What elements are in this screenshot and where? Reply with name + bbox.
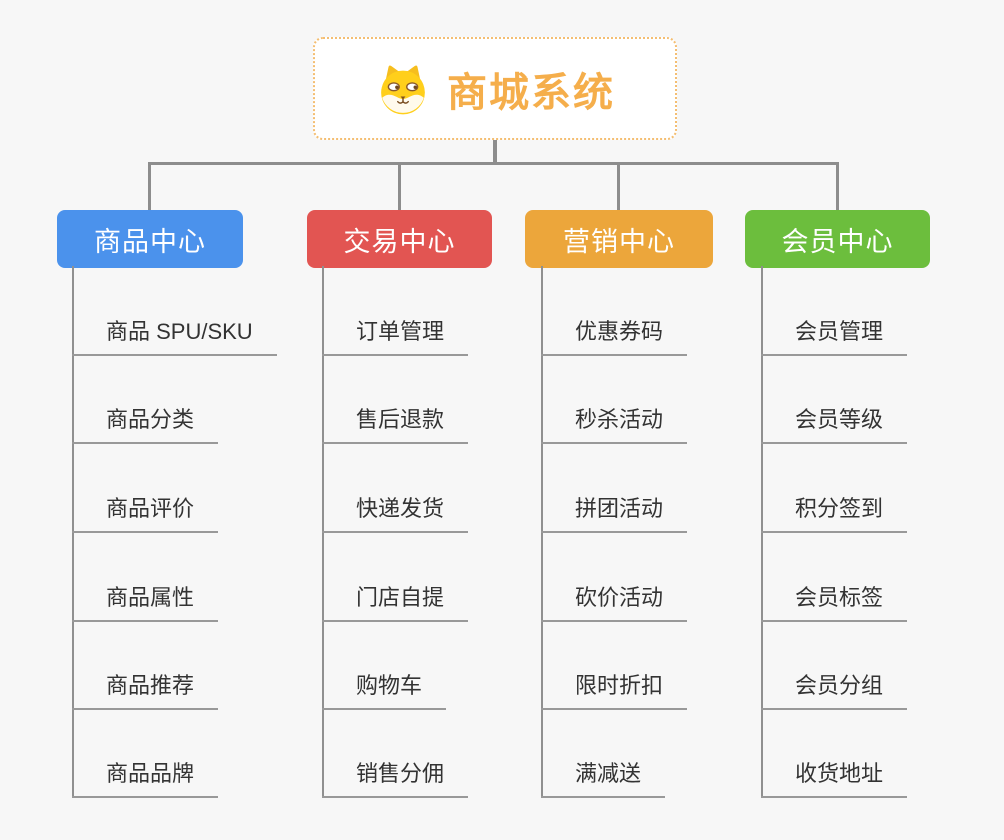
root-node[interactable]: 商城系统 bbox=[313, 37, 677, 140]
leaf-node[interactable]: 订单管理 bbox=[322, 312, 469, 356]
connector-horizontal-bar bbox=[149, 162, 839, 165]
leaf-node[interactable]: 收货地址 bbox=[761, 754, 908, 798]
connector-root-vertical bbox=[493, 137, 497, 165]
connector-drop-product bbox=[148, 162, 151, 211]
dog-face-icon bbox=[375, 61, 431, 117]
connector-drop-member bbox=[836, 162, 839, 211]
leaf-node[interactable]: 会员等级 bbox=[761, 400, 908, 444]
leaf-node[interactable]: 商品 SPU/SKU bbox=[72, 312, 277, 356]
leaf-node[interactable]: 商品属性 bbox=[72, 578, 219, 622]
branch-header-trade-center[interactable]: 交易中心 bbox=[307, 210, 492, 268]
leaf-node[interactable]: 快递发货 bbox=[322, 489, 469, 533]
leaf-node[interactable]: 销售分佣 bbox=[322, 754, 469, 798]
leaf-node[interactable]: 秒杀活动 bbox=[541, 400, 688, 444]
leaf-node[interactable]: 商品分类 bbox=[72, 400, 219, 444]
connector-drop-marketing bbox=[617, 162, 620, 211]
leaf-node[interactable]: 售后退款 bbox=[322, 400, 469, 444]
leaf-node[interactable]: 拼团活动 bbox=[541, 489, 688, 533]
leaf-node[interactable]: 会员分组 bbox=[761, 666, 908, 710]
leaf-node[interactable]: 购物车 bbox=[322, 666, 447, 710]
leaf-node[interactable]: 会员标签 bbox=[761, 578, 908, 622]
leaf-node[interactable]: 商品品牌 bbox=[72, 754, 219, 798]
leaf-node[interactable]: 优惠券码 bbox=[541, 312, 688, 356]
branch-header-product-center[interactable]: 商品中心 bbox=[57, 210, 243, 268]
leaf-node[interactable]: 满减送 bbox=[541, 754, 666, 798]
branch-header-member-center[interactable]: 会员中心 bbox=[745, 210, 930, 268]
leaf-node[interactable]: 砍价活动 bbox=[541, 578, 688, 622]
root-title: 商城系统 bbox=[447, 70, 615, 115]
leaf-node[interactable]: 会员管理 bbox=[761, 312, 908, 356]
leaf-node[interactable]: 门店自提 bbox=[322, 578, 469, 622]
leaf-node[interactable]: 商品推荐 bbox=[72, 666, 219, 710]
branch-header-marketing-center[interactable]: 营销中心 bbox=[525, 210, 713, 268]
leaf-node[interactable]: 积分签到 bbox=[761, 489, 908, 533]
connector-drop-trade bbox=[398, 162, 401, 211]
leaf-node[interactable]: 限时折扣 bbox=[541, 666, 688, 710]
leaf-node[interactable]: 商品评价 bbox=[72, 489, 219, 533]
